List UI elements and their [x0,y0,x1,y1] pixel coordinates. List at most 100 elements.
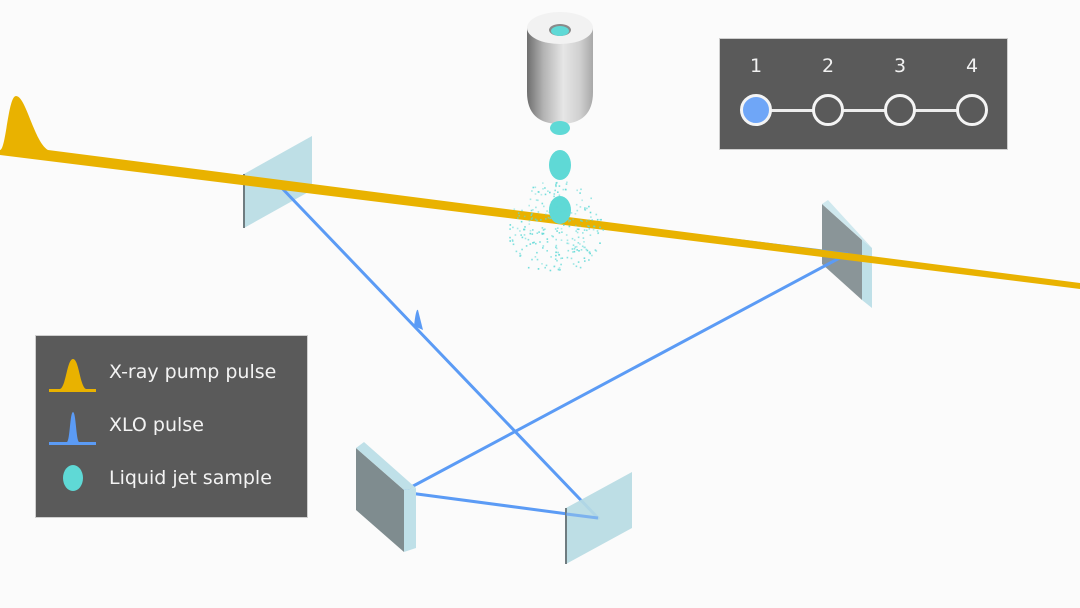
liquid-jet-icon [63,465,83,491]
spray-particle [544,213,547,216]
spray-particle [536,219,538,222]
liquid-jet-spray [509,181,605,272]
spray-particle [572,218,574,221]
spray-particle [594,249,597,251]
spray-particle [545,264,548,267]
spray-particle [557,227,559,229]
spray-particle [554,258,557,260]
spray-particle [574,213,577,215]
spray-particle [530,214,533,217]
spray-particle [555,185,557,188]
spray-particle [596,230,599,232]
spray-particle [599,226,601,229]
legend: X-ray pump pulse XLO pulse Liquid jet sa… [35,335,308,518]
spray-particle [591,219,593,221]
spray-particle [584,209,587,211]
spray-particle [576,231,579,234]
spray-particle [552,235,554,238]
liquid-jet-droplets [549,121,571,224]
spray-particle [547,190,549,192]
spray-particle [523,228,525,231]
spray-particle [537,268,540,270]
spray-particle [544,228,546,230]
spray-particle [532,209,534,211]
spray-particle [563,224,565,226]
spray-particle [566,242,568,245]
spray-particle [538,231,540,233]
spray-particle [561,257,564,259]
spray-particle [535,206,537,209]
step-button-3[interactable] [884,94,916,126]
spray-particle [555,184,557,186]
spray-particle [588,219,590,221]
spray-particle [590,197,592,200]
spray-particle [533,241,535,244]
spray-particle [515,250,518,253]
spray-particle [531,212,533,215]
spray-particle [580,249,583,251]
spray-particle [542,232,545,235]
spray-particle [546,250,548,252]
spray-particle [530,209,533,212]
spray-particle [557,251,559,254]
spray-particle [583,229,586,231]
spray-particle [557,191,559,193]
spray-particle [540,193,543,196]
spray-particle [548,211,551,214]
spray-particle [579,243,581,245]
spray-particle [582,237,585,239]
step-label-2: 2 [821,55,835,77]
spray-particle [558,267,561,269]
spray-particle [512,226,514,229]
liquid-jet-nozzle [527,12,593,124]
spray-particle [566,256,569,259]
spray-particle [558,232,561,234]
spray-particle [550,256,552,258]
spray-particle [566,181,568,184]
spray-particle [536,251,538,254]
step-button-2[interactable] [812,94,844,126]
spray-particle [576,249,578,251]
spray-particle [536,232,539,234]
spray-particle [573,250,576,253]
spray-particle [577,236,580,239]
spray-particle [550,201,553,203]
spray-particle [516,227,519,230]
spray-particle [560,239,563,241]
xlo-pulse-icon [49,412,96,445]
spray-particle [555,238,557,241]
spray-particle [555,244,558,247]
spray-particle [553,195,555,198]
spray-particle [578,250,580,252]
spray-particle [560,263,562,266]
spray-particle [571,237,574,240]
spray-particle [531,217,534,219]
spray-particle [534,193,537,195]
spray-particle [529,229,532,232]
step-button-1[interactable] [740,94,772,126]
spray-particle [521,209,523,212]
spray-particle [579,206,582,208]
spray-particle [599,242,601,244]
spray-particle [557,268,560,271]
step-connector [770,109,814,112]
spray-particle [558,194,561,197]
spray-particle [572,244,575,246]
spray-particle [544,266,546,269]
spray-particle [588,259,590,261]
spray-particle [509,240,511,242]
spray-particle [581,245,584,248]
spray-particle [541,227,544,229]
step-button-4[interactable] [956,94,988,126]
spray-particle [575,245,578,248]
spray-particle [575,224,577,227]
spray-particle [523,215,526,218]
spray-particle [532,186,535,189]
xlo-pulse-marker [414,309,423,330]
spray-particle [579,266,582,269]
spray-particle [529,198,532,201]
spray-particle [588,228,591,230]
spray-particle [566,239,569,242]
spray-particle [586,207,588,210]
